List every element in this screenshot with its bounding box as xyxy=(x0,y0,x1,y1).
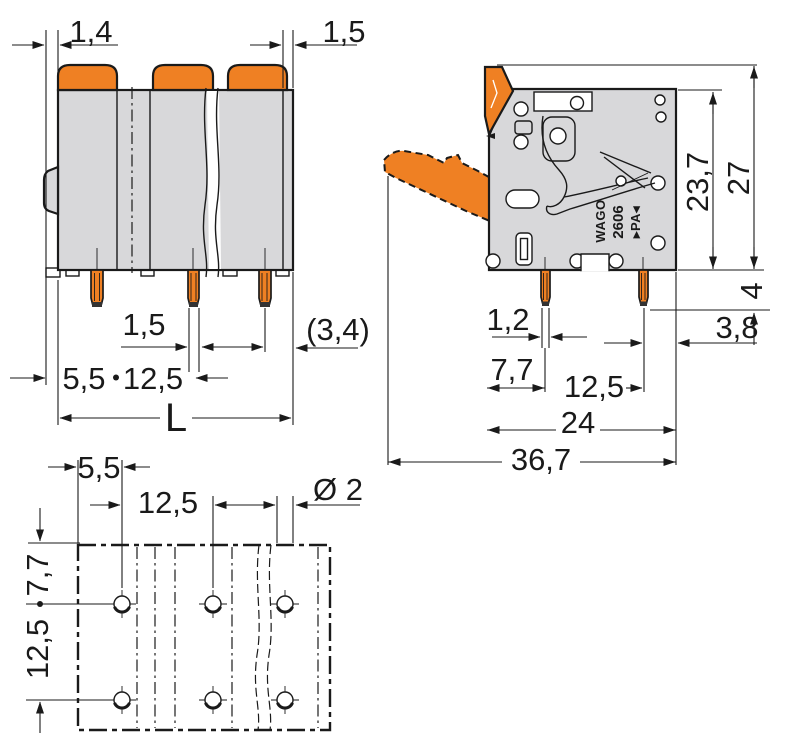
dim-front-pin-width: 1,5 xyxy=(121,307,264,351)
mechanism-contour xyxy=(563,177,649,198)
dim-label: 7,7 xyxy=(490,352,533,387)
push-button xyxy=(56,63,119,92)
dim-label: (3,4) xyxy=(306,312,370,347)
dim-side-body-height: 23,7 xyxy=(680,92,717,269)
solder-pin xyxy=(187,269,200,307)
dim-label: 1,5 xyxy=(322,14,365,49)
dim-side-pin-length: 4 xyxy=(734,282,769,345)
dim-side-offset-pitch: 7,7 12,5 xyxy=(487,352,643,404)
dim-side-total-depth: 36,7 xyxy=(388,442,676,477)
detail-recess xyxy=(514,120,533,135)
dim-side-pin-width: 1,2 xyxy=(486,302,587,341)
chain-dot xyxy=(113,374,119,381)
series-text: 2606 xyxy=(610,205,627,238)
housing-hole xyxy=(654,94,666,106)
material-text: ▸PA◂ xyxy=(628,206,643,239)
dim-label: 1,2 xyxy=(486,302,529,337)
clamp-edge xyxy=(611,172,649,191)
dim-footprint-row-offset: 7,7 xyxy=(20,508,55,607)
dim-label: 4 xyxy=(734,282,769,299)
dim-label: 7,7 xyxy=(20,553,55,596)
dim-label: 1,4 xyxy=(69,14,112,49)
dim-front-wall-right: 1,5 xyxy=(250,14,366,49)
dim-label: 36,7 xyxy=(511,442,571,477)
housing-hole xyxy=(650,235,666,251)
dim-front-offset-pitch: 5,5 12,5 xyxy=(10,361,228,396)
dim-front-end-clearance: (3,4) xyxy=(295,312,370,352)
clamp-spring xyxy=(599,151,652,189)
dim-label: 23,7 xyxy=(680,152,715,212)
break-line xyxy=(266,544,272,731)
clamp-hole xyxy=(549,127,567,145)
solder-pin xyxy=(540,269,551,306)
side-view: WAGO 2606 ▸PA◂ 23,7 xyxy=(382,64,770,477)
pocket-hole xyxy=(569,95,585,111)
dim-footprint-hole-dia: Ø 2 xyxy=(295,472,363,509)
break-line xyxy=(214,87,220,278)
housing-front xyxy=(56,88,295,272)
drill-hole xyxy=(271,686,299,714)
bottom-notch xyxy=(580,253,610,272)
lever-corner-groove xyxy=(490,79,498,109)
dim-label: 12,5 xyxy=(123,361,183,396)
board-outline xyxy=(76,543,332,732)
dim-footprint-pitch: 12,5 xyxy=(90,485,276,520)
dim-label: 5,5 xyxy=(62,361,105,396)
push-button xyxy=(151,63,215,92)
push-button xyxy=(226,63,289,92)
dim-front-length: L xyxy=(59,396,292,440)
dim-label: Ø 2 xyxy=(313,472,363,507)
solder-pin xyxy=(258,269,272,307)
housing-hole xyxy=(655,111,667,123)
dim-label: 27 xyxy=(721,161,756,195)
mechanism-contour xyxy=(541,115,568,208)
direction-arrow-icon xyxy=(486,133,495,139)
chain-dot xyxy=(37,601,43,607)
drill-hole xyxy=(199,590,227,618)
dim-label: 12,5 xyxy=(20,619,55,679)
logo-text: WAGO xyxy=(593,199,608,242)
dim-label: 12,5 xyxy=(138,485,198,520)
dim-label: 3,8 xyxy=(715,310,758,345)
dim-side-pin-to-edge: 3,8 xyxy=(604,310,759,347)
drill-hole xyxy=(199,686,227,714)
oval-recess xyxy=(505,189,540,209)
solder-pin xyxy=(638,269,649,306)
housing-hole xyxy=(608,253,624,269)
dim-side-total-height: 27 xyxy=(721,66,758,269)
dim-label: 5,5 xyxy=(77,450,120,485)
dim-label: L xyxy=(165,396,187,440)
dim-label: 1,5 xyxy=(122,307,165,342)
open-lever-phantom xyxy=(382,149,503,226)
break-line xyxy=(202,87,208,278)
housing-hole xyxy=(513,101,529,117)
mechanism-contour xyxy=(545,182,656,216)
slot-inner xyxy=(519,237,529,261)
dim-front-wall-left: 1,4 xyxy=(12,14,118,49)
drill-hole xyxy=(108,590,136,618)
housing-hole xyxy=(485,253,501,269)
solder-pin xyxy=(90,269,104,307)
break-line xyxy=(254,544,260,731)
housing-hole xyxy=(650,175,666,191)
lever-corner xyxy=(483,65,515,138)
drill-hole xyxy=(108,686,136,714)
front-view: 1,4 1,5 1,5 (3,4) 5,5 12,5 xyxy=(10,14,370,440)
housing-hole xyxy=(513,134,529,150)
dim-label: 12,5 xyxy=(564,369,624,404)
dim-side-body-depth: 24 xyxy=(487,405,676,440)
dim-label: 24 xyxy=(561,405,595,440)
drill-hole xyxy=(271,590,299,618)
dim-footprint-edge-offset: 5,5 xyxy=(48,450,150,485)
footprint-view: 5,5 12,5 Ø 2 7,7 12,5 xyxy=(20,450,363,733)
dim-footprint-row-pitch: 12,5 xyxy=(20,619,55,733)
